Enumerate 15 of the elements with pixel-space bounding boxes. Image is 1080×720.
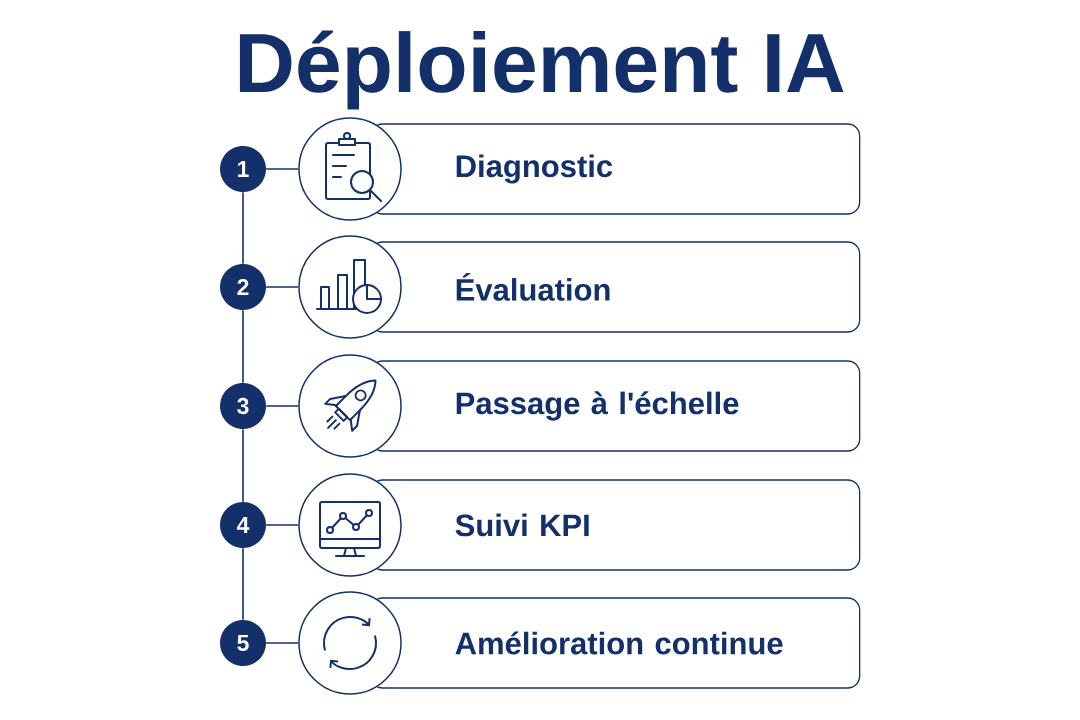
connector-line	[265, 642, 300, 644]
number-badge: 3	[220, 383, 266, 429]
connector-line	[265, 524, 300, 526]
connector-line	[265, 168, 300, 170]
number-badge: 2	[220, 264, 266, 310]
connector-line	[265, 405, 300, 407]
connector-line	[265, 286, 300, 288]
connector-line	[242, 428, 244, 503]
number-badge: 5	[220, 620, 266, 666]
title: Déploiement IA	[239, 30, 844, 110]
connector-line	[242, 191, 244, 265]
number-badge: 1	[220, 146, 266, 192]
connector-line	[242, 309, 244, 384]
number-badge: 4	[220, 502, 266, 548]
connector-line	[242, 547, 244, 621]
